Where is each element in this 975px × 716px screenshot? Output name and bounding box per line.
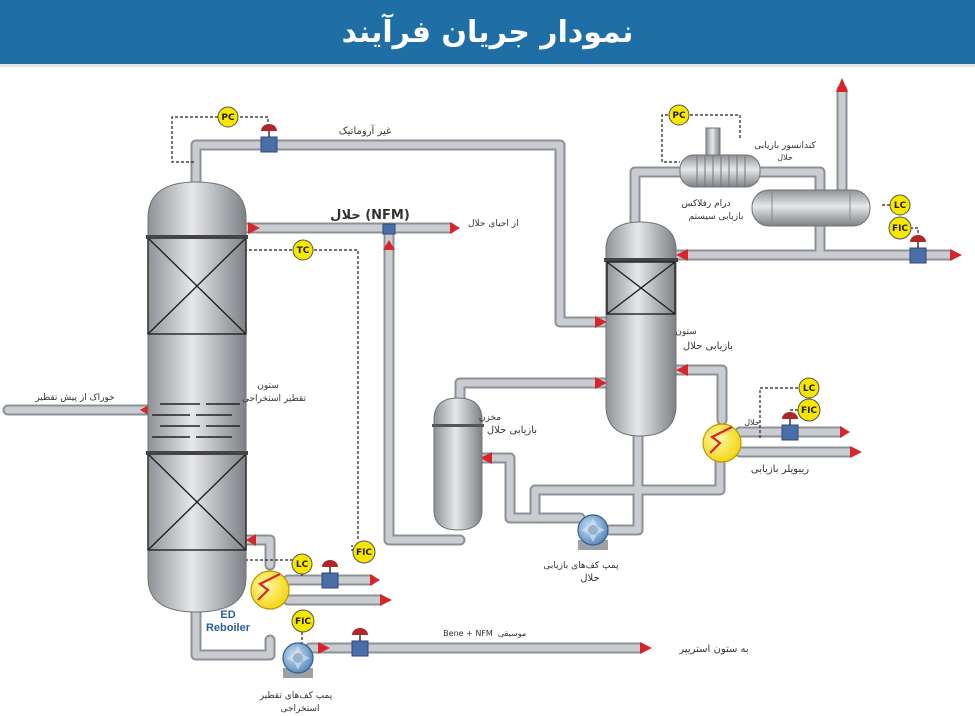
ed-reboiler-icon [250,570,290,610]
solvent-tee-fitting [382,223,396,235]
condenser-label-1: کندانسور بازیابی [754,141,816,151]
solvent-recovery-column [604,221,678,437]
arrow-into-rec-column-top [595,316,607,328]
non-aromatic-label: غیر آروماتیک [339,124,392,137]
to-stripper-label: به ستون استریپر [678,644,748,655]
fic-valve-bottom-icon [351,628,369,657]
arrow-vent-up [836,78,848,92]
arrow-reflux-into-column [676,249,688,261]
recovery-bottoms-pump-icon [577,514,609,550]
lc-valve-ed-icon [321,560,339,589]
fic-valve-reflux-icon [909,235,927,264]
arrow-into-surge-drum [480,452,492,464]
reflux-drum [751,189,871,227]
svg-text:FIC: FIC [801,406,817,416]
tc-instrument: TC [292,239,314,261]
rec-pump-label-2: حلال [580,573,599,584]
fic-valve-right-icon [781,412,799,441]
lc-left-instrument: LC [291,553,313,575]
ed-column-label-1: ستون [257,381,279,391]
reflux-drum-label-1: درام رفلاکس [681,199,730,209]
arrow-pump-outlet [318,642,330,654]
rec-reboiler-label: ریبویلر بازیابی [751,464,809,475]
signal-lines [171,114,919,645]
page-title: نمودار جریان فرآیند [341,14,634,50]
svg-text:LC: LC [296,560,309,570]
arrow-ed-reboiler-out [380,594,392,606]
reflux-drum-label-2: بازیابی سیستم [689,212,744,222]
arrow-reflux-out [950,249,962,261]
solvent-nfm-label: حلال (NFM) [330,208,410,223]
svg-text:TC: TC [297,246,310,256]
recovery-reboiler-icon [702,423,742,463]
ed-pump-label-1: پمپ کف‌های تقطیر [259,691,333,701]
recovery-condenser [679,127,761,188]
fic-left-instrument: FIC [352,540,376,564]
svg-text:LC: LC [803,384,816,394]
surge-drum-label-2: بازیابی حلال [487,425,537,436]
arrow-into-rec-column-mid [595,377,607,389]
condenser-label-2: حلال [777,153,793,162]
arrow-ed-reboiler-return [246,534,256,546]
svg-text:FIC: FIC [892,224,908,234]
music-label: موسیقی [498,629,526,638]
svg-text:PC: PC [221,113,235,123]
pc-right-instrument: PC [668,104,690,126]
trays [152,403,240,438]
rec-pump-label-1: پمپ کف‌های بازیابی [543,561,619,571]
rec-column-label-2: بازیابی حلال [683,341,733,352]
pipes [2,84,956,661]
arrow-into-rec-column-reboiler [676,364,688,376]
solvent-small-label: حلال [744,418,760,427]
solvent-recovery-surge-drum [432,397,484,531]
bene-nfm-label: Bene + NFM [443,629,493,638]
svg-text:PC: PC [672,111,686,121]
pc-left-instrument: PC [217,106,239,128]
svg-text:FIC: FIC [356,548,372,558]
labels: غیر آروماتیک حلال (NFM) از احیای حلال خو… [34,124,816,714]
fic-bottom-instrument: FIC [291,609,315,633]
svg-text:LC: LC [894,201,907,211]
title-bar: نمودار جریان فرآیند [0,0,975,67]
rec-column-label-1: ستون [675,327,697,337]
lc-reflux-instrument: LC [889,194,911,216]
svg-text:FIC: FIC [295,617,311,627]
arrow-to-stripper [640,642,652,654]
solvent-regen-label: از احیای حلال [468,219,519,229]
fic-reflux-instrument: FIC [888,216,912,240]
surge-drum-label-1: مخزن [479,413,501,423]
extractive-distillation-column [146,181,248,613]
arrow-rec-reboiler-out [850,446,862,458]
ed-reboiler-label-1: ED [220,609,235,621]
pc-valve-left-icon [260,124,278,153]
arrow-ed-reboiler-steam [370,574,380,586]
arrow-rec-reboiler-steam-in [840,426,850,438]
ed-column-label-2: تقطیر استخراجی [242,394,307,404]
ed-bottoms-pump-icon [282,642,314,678]
arrow-solvent-regen-inlet [450,222,460,234]
ed-pump-label-2: استخراجی [280,704,319,714]
lc-right-instrument: LC [798,377,820,399]
ed-reboiler-label-2: Reboiler [206,622,251,634]
instruments: PC TC LC FIC FIC PC LC FIC [217,104,912,633]
arrow-up-surge-line [383,240,395,250]
feed-label: خوراک از پیش تقطیر [34,392,114,403]
fic-right-instrument: FIC [797,398,821,422]
arrow-into-ed-column-solvent [248,222,260,234]
valves [260,124,927,657]
